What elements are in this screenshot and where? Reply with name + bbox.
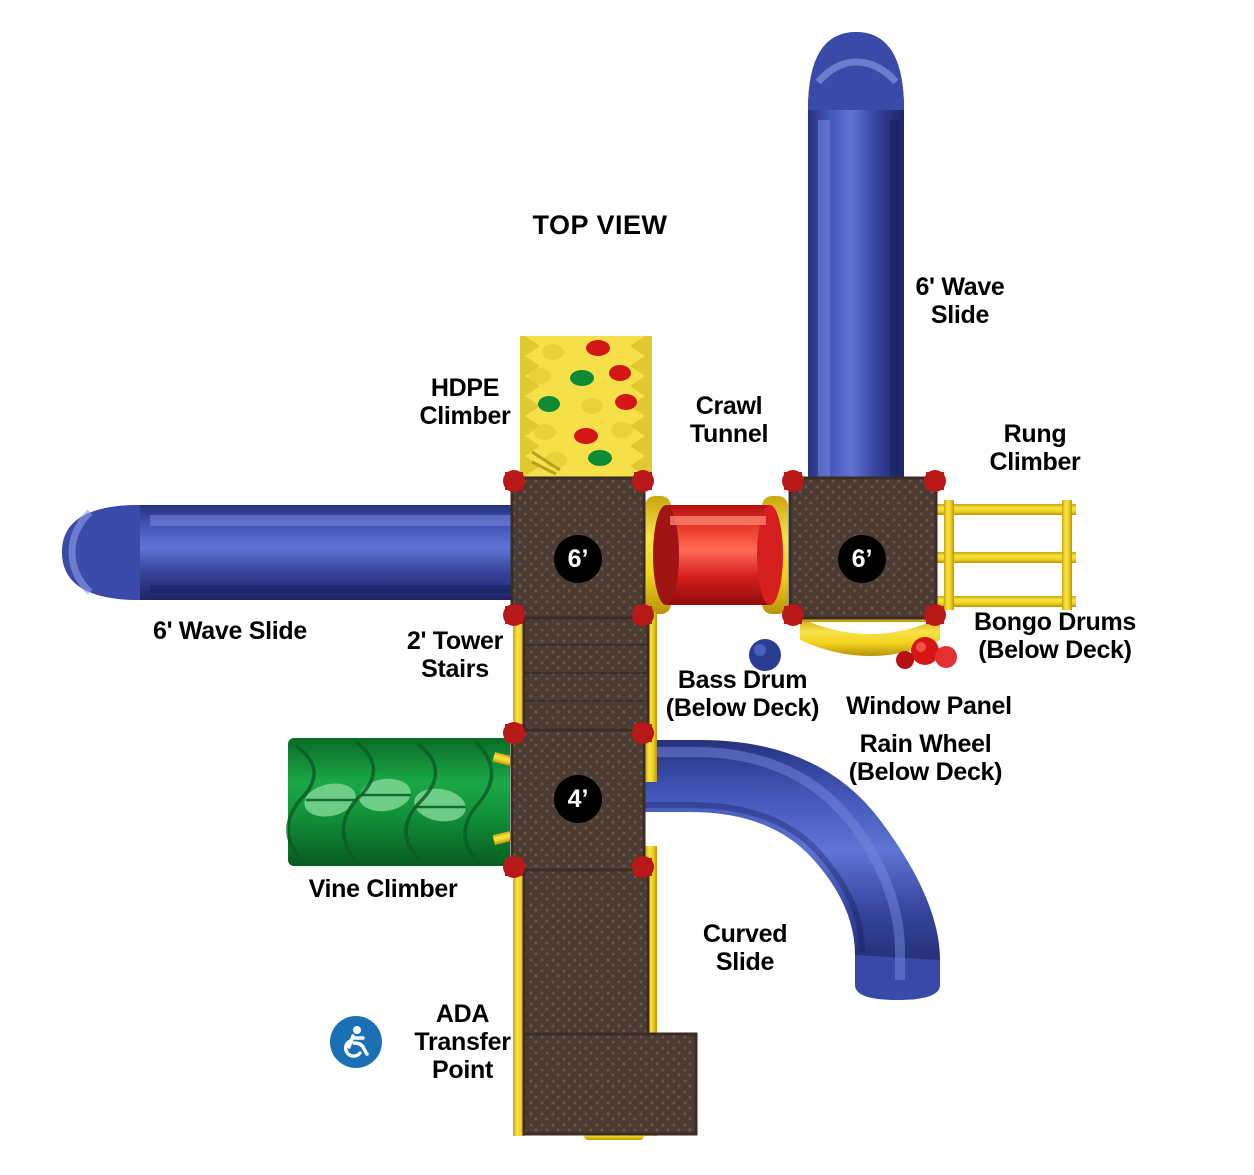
hdpe-climber-graphic xyxy=(520,336,652,480)
tower-stairs-graphic xyxy=(522,616,650,732)
label-tower-stairs: 2' Tower Stairs xyxy=(406,627,504,683)
label-curved-slide: Curved Slide xyxy=(702,920,788,976)
label-vine-climber: Vine Climber xyxy=(308,875,458,903)
wave-slide-left-graphic xyxy=(62,505,520,600)
label-crawl-tunnel: Crawl Tunnel xyxy=(689,392,769,448)
deck-height-badge-upper-left: 6’ xyxy=(554,535,602,583)
label-rain-wheel: Rain Wheel (Below Deck) xyxy=(848,730,1003,786)
clamps-graphic xyxy=(503,470,946,878)
label-bongo-drums: Bongo Drums (Below Deck) xyxy=(974,608,1136,664)
deck-height-badge-lower: 4’ xyxy=(554,775,602,823)
label-hdpe-climber: HDPE Climber xyxy=(419,374,511,430)
crawl-tunnel-graphic xyxy=(645,496,788,614)
wheelchair-glyph xyxy=(343,1026,369,1058)
label-ada-transfer-point: ADA Transfer Point xyxy=(414,1000,511,1084)
label-rung-climber: Rung Climber xyxy=(989,420,1081,476)
rung-climber-graphic xyxy=(936,500,1076,610)
label-wave-slide-left: 6' Wave Slide xyxy=(153,617,307,645)
ada-accessibility-icon xyxy=(330,1016,382,1068)
wave-slide-top-graphic xyxy=(808,32,904,490)
label-window-panel: Window Panel xyxy=(846,692,1012,720)
vine-climber-graphic xyxy=(286,738,528,866)
page-title: TOP VIEW xyxy=(532,210,668,240)
label-bass-drum: Bass Drum (Below Deck) xyxy=(665,666,820,722)
ada-ramp-graphic xyxy=(522,868,698,1136)
label-wave-slide-top-right: 6' Wave Slide xyxy=(915,273,1005,329)
curved-slide-graphic xyxy=(612,740,940,1000)
deck-height-badge-upper-right: 6’ xyxy=(838,535,886,583)
below-deck-accessories-graphic xyxy=(749,618,957,671)
